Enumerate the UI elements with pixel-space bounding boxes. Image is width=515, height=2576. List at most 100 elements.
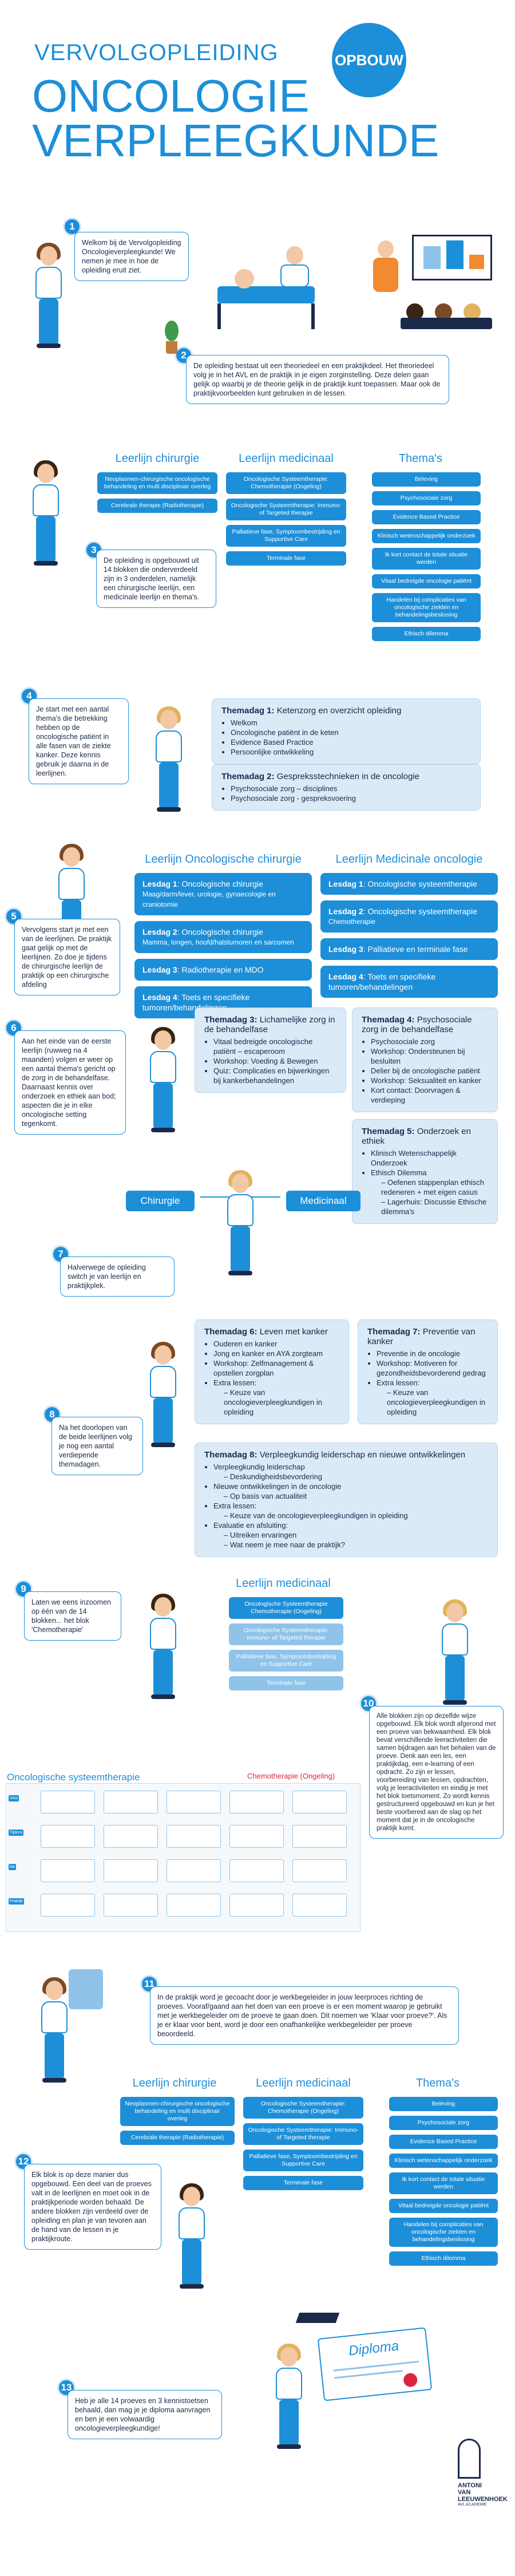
- zoom-item: Oncologische Systeemtherapie: Immuno- of…: [229, 1623, 343, 1645]
- step-number: 2: [175, 346, 193, 365]
- lesdag-number: Lesdag 1: [328, 879, 363, 888]
- nurse-figure: [26, 460, 66, 567]
- graduation-cap-icon: [295, 2313, 340, 2323]
- thema-item: Ethisch dilemma: [372, 627, 481, 641]
- schedule-cell: [41, 1825, 95, 1848]
- clipboard-icon: [69, 1969, 103, 2009]
- schedule-cell: [167, 1825, 221, 1848]
- schedule-cell: [41, 1894, 95, 1917]
- chirurgie-item: Neoplasmen-chirurgische oncologische beh…: [97, 472, 217, 494]
- schedule-cell: [229, 1859, 284, 1882]
- themadag-item: Welkom: [231, 718, 471, 728]
- step-number: 1: [63, 218, 81, 236]
- medicinaal-list: Oncologische Systeemtherapie: Chemothera…: [243, 2097, 363, 2195]
- logo-text: ANTONI: [458, 2482, 482, 2489]
- lesdag-title: : Oncologische systeemtherapie: [363, 907, 477, 916]
- themadag-item: Workshop: Motiveren for gezondheidsbevor…: [377, 1358, 488, 1378]
- nurse-figure: [435, 1599, 475, 1706]
- step-13-text: Heb je alle 14 proeves en 3 kennistoetse…: [68, 2390, 222, 2439]
- thema-item: Beleving: [389, 2097, 498, 2111]
- col-chirurgie-title: Leerlijn chirurgie: [115, 452, 200, 465]
- header-subtitle: VERVOLGOPLEIDING: [34, 40, 279, 65]
- step-1-text: Welkom bij de Vervolgopleiding Oncologie…: [74, 232, 189, 281]
- themadag-subtitle: Psychosociale zorg in de behandelfase: [362, 1015, 472, 1034]
- themadag-subtitle: Preventie van kanker: [367, 1327, 476, 1346]
- themadag-item: Oncologische patiënt in de keten: [231, 728, 471, 737]
- themadag-item: Jong en kanker en AYA zorgteam: [213, 1349, 339, 1358]
- schedule-left-title: Oncologische systeemtherapie: [7, 1772, 140, 1783]
- lesdag-title: : Palliatieve en terminale fase: [363, 945, 468, 954]
- themadag-item: Ouderen en kanker: [213, 1339, 339, 1349]
- themadag-title: Themadag 3:: [204, 1015, 258, 1025]
- lesdag-number: Lesdag 4: [328, 972, 363, 981]
- themadag-item: Extra lessen:: [377, 1378, 488, 1388]
- schedule-cell: [41, 1791, 95, 1814]
- step-11-text: In de praktijk word je gecoacht door je …: [150, 1986, 459, 2045]
- step-10-text: Alle blokken zijn op dezelfde wijze opge…: [369, 1706, 504, 1839]
- themadag-title: Themadag 7:: [367, 1327, 421, 1337]
- logo-text: AVL ACADEMIE: [458, 2503, 487, 2507]
- header-title-line2: VERPLEEGKUNDE: [32, 115, 439, 166]
- col-themas-title: Thema's: [398, 452, 443, 465]
- leerlijn-chir-title: Leerlijn Oncologische chirurgie: [145, 853, 302, 866]
- themadag-subitem: – Keuze van oncologieverpleegkundigen in…: [224, 1388, 323, 1416]
- col-medicinaal-title: Leerlijn medicinaal: [239, 452, 334, 465]
- zoom-item: Oncologische Systeemtherapie Chemotherap…: [229, 1597, 343, 1619]
- thema-item: Ik kort contact de totale situatie werde…: [389, 2172, 498, 2194]
- lesdag-title: : Oncologische systeemtherapie: [363, 879, 477, 888]
- themadag-item: Klinisch Wetenschappelijk Onderzoek: [371, 1148, 488, 1168]
- schedule-row-label: Voor: [9, 1795, 19, 1801]
- step-4-text: Je start met een aantal thema's die betr…: [29, 698, 129, 784]
- thema-item: Ethisch dilemma: [389, 2251, 498, 2266]
- thema-item: Vitaal bedreigde oncologie patiënt: [372, 574, 481, 588]
- avl-logo: ANTONI VAN LEEUWENHOEK AVL ACADEMIE: [458, 2439, 509, 2507]
- step-8-text: Na het doorlopen van de beide leerlijnen…: [52, 1417, 143, 1475]
- themadag-item: Workshop: Seksualiteit en kanker: [371, 1076, 488, 1085]
- lesdag-box: Lesdag 3: Palliatieve en terminale fase: [320, 938, 498, 960]
- step-2-text: De opleiding bestaat uit een theoriedeel…: [186, 355, 449, 404]
- themadag-subitem: – Keuze van oncologieverpleegkundigen in…: [387, 1388, 486, 1416]
- medicinaal-item: Oncologische Systeemtherapie: Immuno- of…: [243, 2123, 363, 2145]
- thema-item: Psychosociale zorg: [389, 2116, 498, 2130]
- themadag-2-box: Themadag 2: Gespreksstechnieken in de on…: [212, 764, 481, 811]
- themadag-1-box: Themadag 1: Ketenzorg en overzicht oplei…: [212, 698, 481, 764]
- zoom-item: Terminale fase: [229, 1676, 343, 1690]
- medicinaal-item: Oncologische Systeemtherapie: Immuno- of…: [226, 499, 346, 520]
- themadag-item: Extra lessen:: [213, 1378, 339, 1388]
- medicinaal-item: Palliatieve fase, Symptoombestrijding en…: [243, 2150, 363, 2171]
- themadag-7-box: Themadag 7: Preventie van kanker Prevent…: [358, 1319, 498, 1424]
- themadag-subitem: – Deskundigheidsbevordering: [224, 1472, 323, 1481]
- col-themas-title: Thema's: [415, 2077, 460, 2089]
- schedule-cell: [104, 1825, 158, 1848]
- thema-item: Handelen bij complicaties van oncologisc…: [389, 2218, 498, 2247]
- nurse-figure: [143, 1027, 183, 1133]
- medicinaal-item: Oncologische Systeemtherapie: Chemothera…: [226, 472, 346, 494]
- lesdag-box: Lesdag 4: Toets en specifieke tumoren/be…: [320, 966, 498, 998]
- themadag-title: Themadag 1:: [221, 706, 275, 716]
- lesdag-title: : Oncologische chirurgie: [177, 927, 263, 937]
- nurse-figure: [269, 2344, 309, 2450]
- logo-text: LEEUWENHOEK: [458, 2496, 508, 2503]
- medicinaal-item: Terminale fase: [243, 2176, 363, 2190]
- schedule-cell: [292, 1791, 347, 1814]
- schedule-cell: [229, 1894, 284, 1917]
- chirurgie-item: Cerebrale therapie (Radiotherapie): [97, 499, 217, 513]
- nurse-figure: [143, 1594, 183, 1700]
- nurse-figure: [149, 706, 189, 813]
- schedule-cell: [229, 1791, 284, 1814]
- thema-item: Evidence Based Practice: [372, 510, 481, 524]
- step-number: 12: [14, 2152, 33, 2171]
- step-9-text: Laten we eens inzoomen op één van de 14 …: [24, 1591, 121, 1641]
- themadag-subitem: – Oefenen stappenplan ethisch redeneren …: [381, 1178, 484, 1196]
- chirurgie-item: Cerebrale therapie (Radiotherapie): [120, 2131, 235, 2145]
- themadag-subitem: – Uitreiken ervaringen: [224, 1531, 297, 1539]
- schedule-cell: [229, 1825, 284, 1848]
- themadag-item: Verpleegkundig leiderschap: [213, 1462, 488, 1472]
- lesdag-subtitle: Chemotherapie: [328, 918, 376, 926]
- hospital-bed-illustration: [200, 246, 338, 332]
